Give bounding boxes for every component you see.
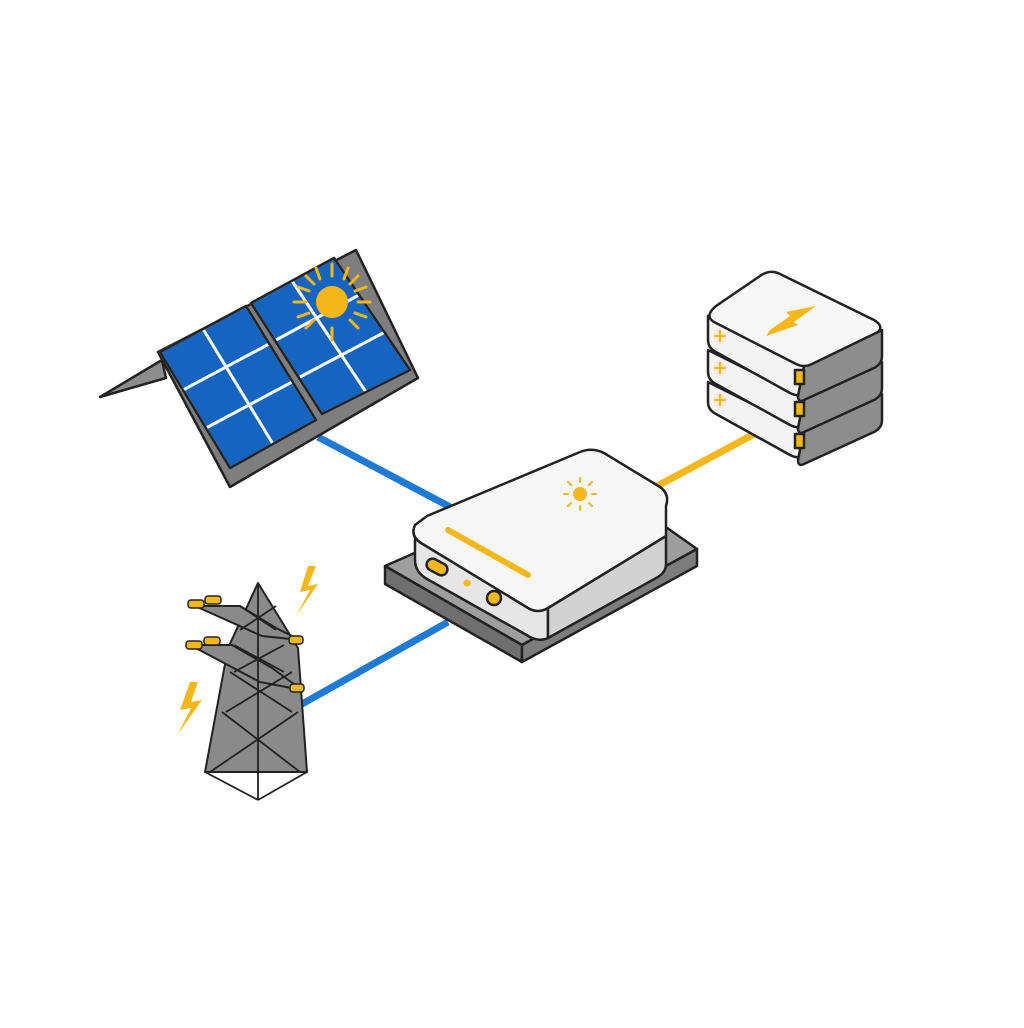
link-inverter-battery <box>646 428 760 495</box>
battery-unit-middle <box>706 348 884 435</box>
inverter-knob <box>485 589 503 607</box>
tower-insulators <box>185 595 305 693</box>
inverter-icon <box>383 448 699 664</box>
transmission-tower-icon <box>185 582 308 801</box>
battery-plus-icons <box>714 330 726 406</box>
lightning-icon-upper <box>296 566 318 616</box>
solar-panel-icon <box>98 248 420 489</box>
inverter-sun-icon <box>563 477 597 511</box>
inverter-top-face <box>412 448 669 613</box>
inverter-port <box>425 557 449 577</box>
battery-unit-bottom <box>706 380 884 467</box>
tower-lattice <box>204 583 308 801</box>
connections <box>284 428 760 717</box>
link-grid-inverter <box>284 618 450 717</box>
battery-lightning-icon <box>766 306 816 336</box>
tower-arm-top <box>194 605 301 641</box>
inverter-stripe <box>445 527 531 578</box>
battery-stack-icon <box>706 270 884 467</box>
inverter-indicator <box>463 579 471 587</box>
tower-arm-bottom <box>189 644 303 691</box>
sun-icon <box>292 262 372 342</box>
inverter-side-face <box>546 534 668 640</box>
link-solar-inverter <box>316 433 454 512</box>
lightning-icon-lower <box>178 682 202 734</box>
solar-stand <box>98 358 168 399</box>
